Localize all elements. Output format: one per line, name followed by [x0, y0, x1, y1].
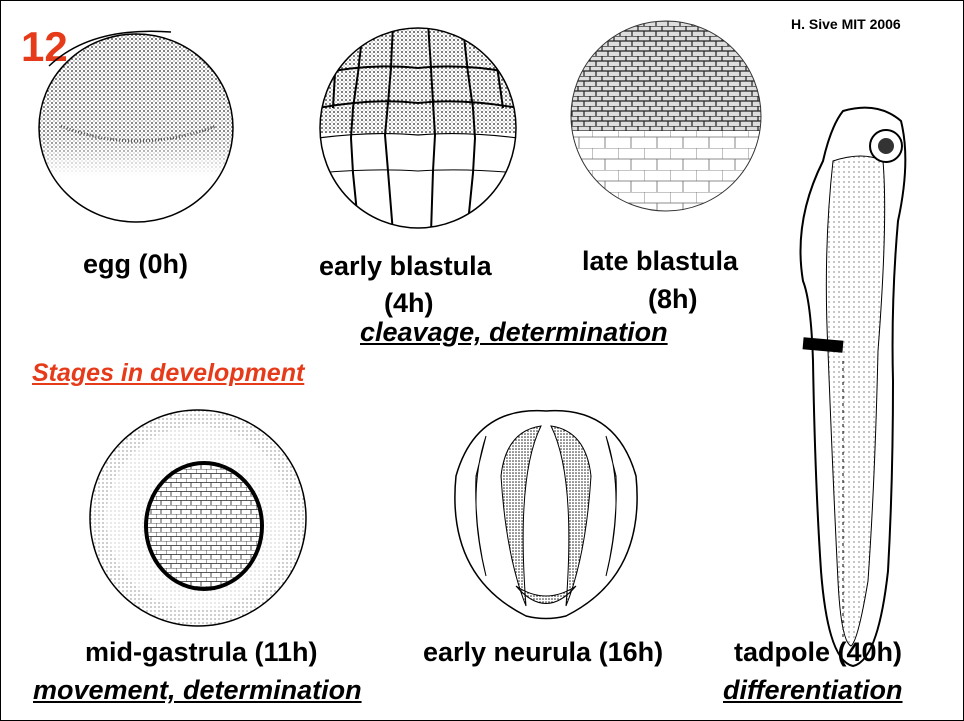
phase-movement: movement, determination: [33, 675, 362, 706]
label-early-blastula-time: (4h): [384, 288, 434, 319]
label-egg: egg (0h): [83, 249, 188, 280]
label-early-neurula: early neurula (16h): [423, 637, 663, 668]
late-blastula-illustration: [566, 16, 766, 216]
section-title: Stages in development: [32, 359, 304, 388]
label-late-blastula: late blastula: [582, 246, 738, 277]
egg-illustration: [31, 26, 241, 226]
early-neurula-illustration: [446, 406, 646, 621]
label-tadpole: tadpole (40h): [734, 637, 902, 668]
credit-text: H. Sive MIT 2006: [791, 16, 901, 32]
tadpole-illustration: [783, 101, 928, 671]
phase-differentiation: differentiation: [723, 675, 903, 706]
mid-gastrula-illustration: [86, 406, 311, 631]
label-late-blastula-time: (8h): [648, 284, 698, 315]
early-blastula-illustration: [313, 23, 523, 233]
label-early-blastula: early blastula: [319, 251, 492, 282]
phase-cleavage: cleavage, determination: [360, 317, 668, 348]
label-mid-gastrula: mid-gastrula (11h): [85, 637, 318, 668]
